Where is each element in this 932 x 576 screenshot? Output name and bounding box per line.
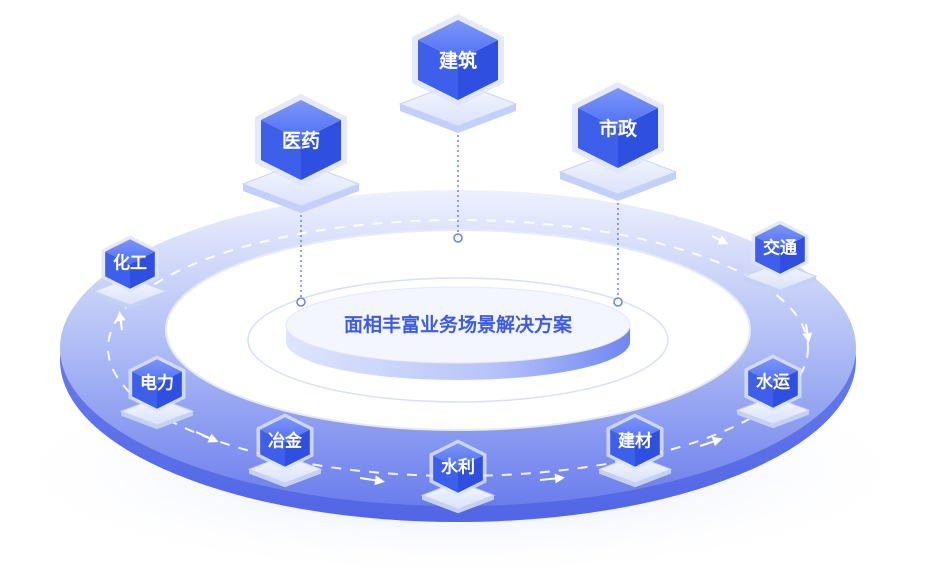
node-label-waterway: 水运 bbox=[756, 371, 790, 392]
cube-top-face bbox=[433, 443, 483, 468]
node-power: 电力 bbox=[119, 355, 195, 430]
cube-top-face bbox=[261, 100, 341, 140]
cube-top-face bbox=[418, 20, 498, 60]
cube-right-face bbox=[130, 251, 155, 289]
node-plate-edge bbox=[94, 291, 166, 310]
node-label-hydraulic: 水利 bbox=[441, 456, 475, 477]
node-waterway: 水运 bbox=[735, 354, 811, 429]
cube-top-face bbox=[748, 358, 798, 383]
cube-left-face bbox=[105, 251, 130, 289]
center-halo bbox=[247, 277, 669, 403]
node-municipal: 市政 bbox=[558, 82, 678, 201]
cube-top-face bbox=[132, 359, 182, 384]
flow-arrow bbox=[802, 323, 813, 343]
node-label-medicine: 医药 bbox=[282, 129, 320, 152]
node-plate-edge bbox=[737, 410, 809, 429]
center-title: 面相丰富业务场景解决方案 bbox=[344, 313, 573, 336]
cube-top-face bbox=[105, 239, 155, 264]
node-metallurgy: 冶金 bbox=[247, 413, 323, 488]
node-label-traffic: 交通 bbox=[763, 237, 797, 258]
cube-top-face bbox=[610, 417, 660, 442]
node-plate-edge bbox=[121, 411, 193, 430]
node-traffic: 交通 bbox=[742, 220, 818, 295]
cube-right-face bbox=[157, 371, 182, 409]
node-plate-edge bbox=[560, 172, 676, 201]
flow-arrow bbox=[195, 431, 219, 443]
center-disc-rim bbox=[285, 286, 631, 364]
node-plate-edge bbox=[744, 276, 816, 295]
flow-arrow bbox=[711, 235, 729, 245]
cube-left-face bbox=[132, 371, 157, 409]
cube-top-face bbox=[755, 224, 805, 249]
node-label-municipal: 市政 bbox=[599, 117, 638, 140]
node-medicine: 医药 bbox=[241, 94, 361, 213]
node-chemical: 化工 bbox=[92, 235, 168, 310]
node-materials: 建材 bbox=[597, 413, 673, 488]
node-hydraulic: 水利 bbox=[420, 439, 496, 514]
center-disc bbox=[286, 287, 630, 363]
node-building: 建筑 bbox=[398, 14, 518, 133]
node-plate-edge bbox=[400, 104, 516, 133]
node-label-building: 建筑 bbox=[439, 49, 477, 72]
node-plate-edge bbox=[422, 495, 494, 514]
flow-arrow bbox=[539, 473, 565, 484]
connector-dot-municipal bbox=[613, 297, 623, 307]
node-label-metallurgy: 冶金 bbox=[268, 430, 303, 451]
flow-arrow bbox=[115, 311, 126, 331]
node-label-power: 电力 bbox=[140, 372, 174, 393]
cube-top-face bbox=[578, 88, 658, 128]
node-plate-edge bbox=[599, 469, 671, 488]
flow-arrow bbox=[359, 475, 385, 486]
connector-dot-building bbox=[453, 233, 463, 243]
connector-dot-medicine bbox=[296, 297, 306, 307]
node-plate-edge bbox=[243, 184, 359, 213]
node-label-materials: 建材 bbox=[618, 430, 652, 451]
cube-top-face bbox=[260, 417, 310, 442]
flow-arrow bbox=[699, 436, 723, 447]
node-plate-edge bbox=[249, 469, 321, 488]
node-label-chemical: 化工 bbox=[113, 252, 147, 273]
